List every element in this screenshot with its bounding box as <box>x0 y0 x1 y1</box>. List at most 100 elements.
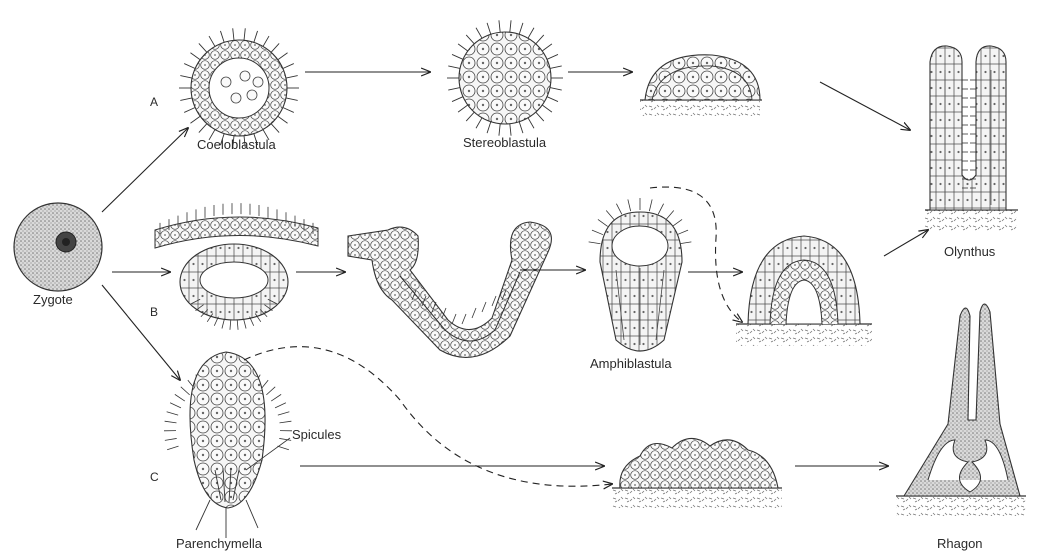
flagellum <box>476 118 482 128</box>
label-rhagon: Rhagon <box>937 536 983 551</box>
flagellum <box>466 112 474 121</box>
flagellum <box>536 112 544 121</box>
flagellum <box>237 320 238 330</box>
stereoblastula-figure <box>447 20 563 135</box>
label-stereoblastula: Stereoblastula <box>463 135 546 150</box>
flagellum <box>275 403 286 408</box>
flagellum <box>458 105 468 112</box>
flagellum <box>677 230 688 235</box>
zygote-figure <box>14 203 102 291</box>
flagellum <box>542 105 552 112</box>
flagellum <box>452 97 463 102</box>
arrow-zygote-to-c <box>102 285 180 380</box>
flagellum <box>283 64 294 69</box>
olynthus-figure <box>925 46 1018 232</box>
flagellum <box>448 66 460 68</box>
flagellum <box>254 31 258 42</box>
flagellum <box>499 124 500 136</box>
settled-larva-a-figure <box>640 55 762 116</box>
label-parenchymella: Parenchymella <box>176 536 262 551</box>
rhagon-figure <box>896 304 1026 516</box>
flagellum <box>190 53 200 60</box>
flagellum <box>209 36 215 46</box>
row-marker-b: B <box>150 305 158 319</box>
flagellum <box>220 31 224 42</box>
flagellum <box>628 199 631 211</box>
flagellum <box>271 124 279 133</box>
flagellum <box>233 28 234 40</box>
flagellum <box>199 43 207 52</box>
flagellum <box>658 204 663 215</box>
flagellum <box>244 28 245 40</box>
arrow-zygote-to-a <box>102 128 188 212</box>
flagellum <box>547 54 558 59</box>
settled-amphiblastula-figure <box>736 236 872 346</box>
label-coeloblastula: Coeloblastula <box>197 137 276 152</box>
flagellum <box>181 387 190 395</box>
flagellum <box>466 35 474 44</box>
flagellum <box>165 421 177 423</box>
flagellum <box>606 210 614 219</box>
flagellum <box>190 116 200 123</box>
arrow-settled-to-olynthus-b <box>884 230 928 256</box>
label-olynthus: Olynthus <box>944 244 995 259</box>
stomoblastula-figure <box>180 244 288 330</box>
flagellum <box>180 76 192 78</box>
flagellum <box>452 54 463 59</box>
flagellum <box>278 412 290 415</box>
flagellum <box>222 319 225 329</box>
coeloblastula-figure <box>179 28 299 147</box>
flagellum <box>462 314 466 324</box>
flagellum <box>476 28 482 38</box>
flagellum <box>286 98 298 100</box>
label-spicules: Spicules <box>292 427 341 442</box>
flagellum <box>283 108 294 113</box>
arrow-settled-to-olynthus <box>820 82 910 130</box>
flagellum <box>271 43 279 52</box>
flagellum <box>589 242 601 244</box>
flagellum <box>277 446 288 450</box>
flagellum <box>487 122 491 133</box>
flagellum <box>519 122 523 133</box>
flagellum <box>592 230 603 235</box>
flagellum <box>680 242 692 244</box>
flagellum <box>184 108 195 113</box>
flagellum <box>510 124 511 136</box>
row-marker-a: A <box>150 95 158 109</box>
dashed-paren-settle <box>244 347 612 487</box>
flagellum <box>167 446 178 450</box>
flagellum <box>616 204 621 215</box>
flagellum <box>280 421 292 423</box>
parenchymella-figure <box>164 352 292 538</box>
flagellum <box>286 76 298 78</box>
flagellum <box>598 219 608 226</box>
flagellum <box>452 314 456 324</box>
flagellum <box>266 387 275 395</box>
flagellum <box>547 97 558 102</box>
amphiblastula-figure <box>589 198 692 351</box>
flagellum <box>278 53 288 60</box>
flagellum <box>536 35 544 44</box>
flagellum <box>184 64 195 69</box>
flagellum <box>278 116 288 123</box>
flagellum <box>165 438 177 440</box>
label-amphiblastula: Amphiblastula <box>590 356 672 371</box>
flagellum <box>175 394 185 401</box>
flagellum <box>528 118 534 128</box>
flagellum <box>649 199 652 211</box>
flagellum <box>244 319 247 329</box>
flagellum <box>263 36 269 46</box>
settled-parenchymella-figure <box>612 438 782 508</box>
flagellum <box>492 296 496 306</box>
flagellum <box>170 403 181 408</box>
flagellum <box>666 210 674 219</box>
flagellum <box>167 412 179 415</box>
flagellum <box>230 320 231 330</box>
flagellum <box>448 88 460 90</box>
flagellum <box>528 28 534 38</box>
flagellum <box>499 20 500 32</box>
adult-choanoderm-strip-figure <box>155 203 318 248</box>
flagellum <box>672 219 682 226</box>
flagellum <box>550 88 562 90</box>
flagellum <box>482 302 486 312</box>
